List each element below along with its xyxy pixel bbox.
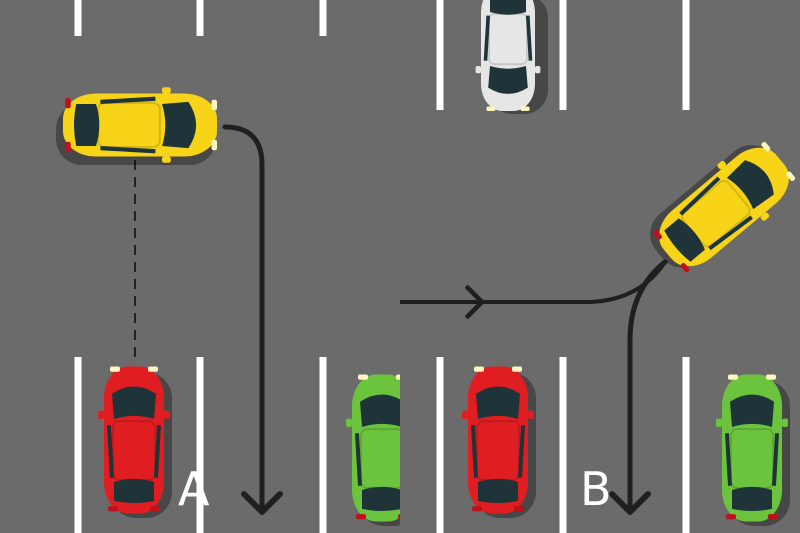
- label-b: B: [580, 462, 612, 516]
- car-green-middle: [346, 375, 400, 526]
- arrow-path-b: [609, 259, 668, 515]
- car-white-top: [473, 0, 548, 114]
- car-red-a: [98, 367, 172, 518]
- car-yellow-left: [56, 87, 217, 165]
- top-parking-lines: [74, 0, 690, 110]
- arrow-path-a: [222, 124, 283, 515]
- label-a: A: [178, 462, 210, 516]
- car-yellow-right: [640, 132, 800, 283]
- bottom-parking-lines: [74, 357, 690, 533]
- car-red-middle: [462, 367, 536, 518]
- car-green-right: [716, 375, 790, 526]
